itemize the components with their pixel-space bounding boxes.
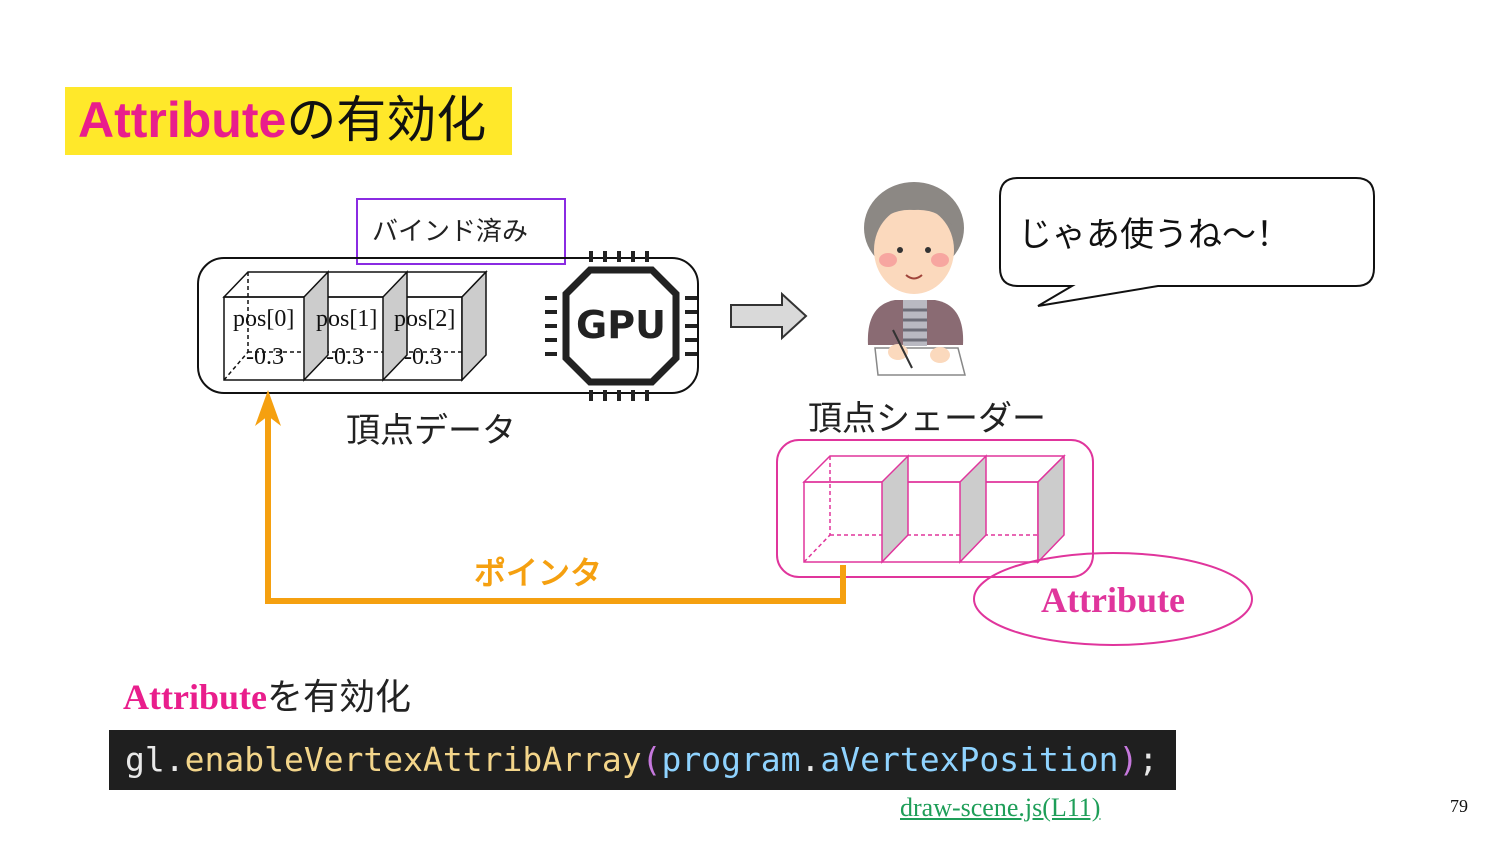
- cell-separator: [461, 270, 487, 382]
- code-dot: .: [800, 740, 821, 779]
- source-link[interactable]: draw-scene.js(L11): [900, 793, 1101, 822]
- cell-0-name: pos[0]: [233, 306, 294, 332]
- title-rest: の有効化: [286, 92, 487, 148]
- cell-1-name: pos[1]: [316, 306, 377, 332]
- cell-0-value: -0.3: [246, 344, 284, 370]
- speech-text: じゃあ使うね～！: [1018, 215, 1290, 255]
- subheading: Attributeを有効化: [123, 668, 411, 720]
- code-arg-object: program: [661, 740, 801, 779]
- subheading-keyword: Attribute: [123, 677, 267, 717]
- code-method: enableVertexAttribArray: [184, 740, 642, 779]
- gpu-chip-icon: [545, 251, 697, 401]
- cell-back-edge: [223, 351, 249, 381]
- attribute-ellipse: [973, 552, 1253, 646]
- page-title: Attributeの有効化: [78, 88, 486, 152]
- buffer-container: [197, 257, 699, 394]
- title-keyword: Attribute: [78, 92, 287, 148]
- page-number: 79: [1450, 796, 1468, 816]
- cell-top-face: [222, 271, 488, 298]
- bound-label: バインド済み: [372, 217, 528, 247]
- gpu-label: GPU: [576, 303, 666, 347]
- pointer-label: ポインタ: [474, 554, 602, 592]
- code-arg-property: aVertexPosition: [820, 740, 1119, 779]
- code-dot: .: [164, 740, 185, 779]
- cell-2-value: -0.3: [404, 344, 442, 370]
- cell-2-name: pos[2]: [394, 306, 455, 332]
- attribute-cells: [802, 454, 1066, 564]
- subheading-rest: を有効化: [266, 677, 411, 717]
- cell-separator: [303, 270, 329, 382]
- vertex-shader-label: 頂点シェーダー: [808, 399, 1046, 439]
- buffer-cells: [222, 270, 488, 382]
- attribute-container: [776, 439, 1094, 578]
- code-open-paren: (: [641, 740, 662, 779]
- bound-label-box: [356, 198, 566, 265]
- vertex-data-label: 頂点データ: [346, 411, 516, 451]
- speech-bubble: [999, 177, 1375, 307]
- code-close-paren: ): [1118, 740, 1139, 779]
- cell-separator: [382, 270, 408, 382]
- code-object: gl: [125, 740, 165, 779]
- title-highlight: [65, 87, 512, 155]
- attribute-label: Attribute: [1041, 580, 1185, 620]
- code-semicolon: ;: [1138, 740, 1159, 779]
- person-writing-icon: [864, 182, 966, 376]
- pointer-arrow: [265, 408, 846, 604]
- right-arrow-icon: [730, 291, 808, 341]
- cell-1-value: -0.3: [326, 344, 364, 370]
- pointer-arrowhead-icon: [255, 390, 281, 426]
- code-snippet: gl.enableVertexAttribArray(program.aVert…: [109, 730, 1176, 790]
